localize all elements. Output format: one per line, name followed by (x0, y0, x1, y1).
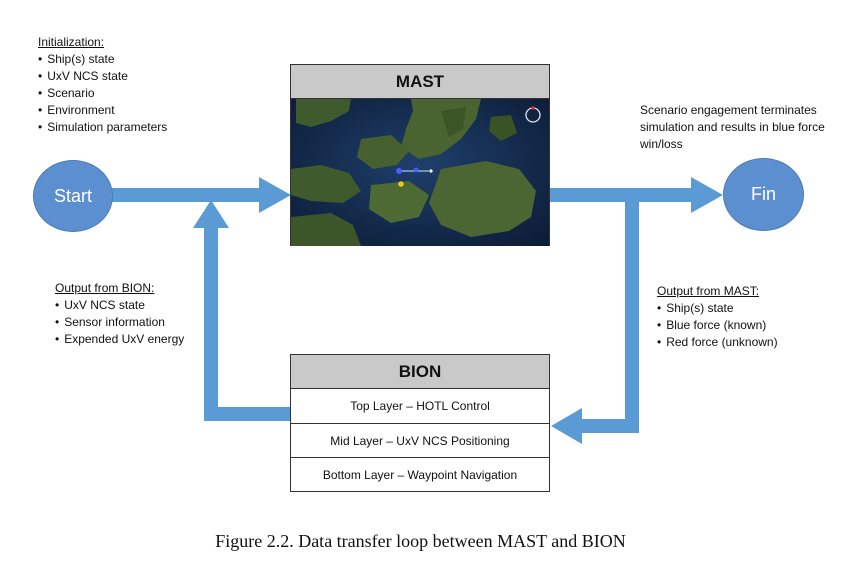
figure-caption: Figure 2.2. Data transfer loop between M… (215, 531, 626, 551)
initialization-heading: Initialization: (38, 35, 105, 49)
mast-output-list: Ship(s) state Blue force (known) Red for… (657, 300, 778, 351)
arrow-bion-return-horizontal (204, 407, 291, 421)
bion-layer-top: Top Layer – HOTL Control (291, 389, 549, 424)
initialization-list: Ship(s) state UxV NCS state Scenario Env… (38, 51, 167, 136)
list-item: Simulation parameters (38, 119, 167, 136)
bion-box: BION Top Layer – HOTL Control Mid Layer … (290, 354, 550, 492)
bion-output-heading: Output from BION: (55, 281, 155, 295)
list-item: Sensor information (55, 314, 184, 331)
bion-layer-mid: Mid Layer – UxV NCS Positioning (291, 424, 549, 458)
list-item: Ship(s) state (657, 300, 778, 317)
list-item: Expended UxV energy (55, 331, 184, 348)
initialization-block: Initialization: Ship(s) state UxV NCS st… (38, 34, 167, 136)
start-node: Start (33, 160, 113, 232)
satellite-map-icon (291, 99, 549, 246)
arrow-mast-to-bion-vertical (625, 200, 639, 433)
termination-note: Scenario engagement terminates simulatio… (640, 102, 825, 153)
arrowhead-return (193, 200, 229, 228)
list-item: UxV NCS state (38, 68, 167, 85)
arrowhead-fin (691, 177, 723, 213)
note-line: simulation and results in blue force (640, 120, 825, 134)
list-item: Red force (unknown) (657, 334, 777, 351)
note-line: win/loss (640, 137, 683, 151)
bion-layer-bottom: Bottom Layer – Waypoint Navigation (322, 468, 518, 482)
mast-title: MAST (291, 65, 549, 99)
bion-title: BION (291, 355, 549, 389)
list-item: Blue force (known) (657, 317, 778, 334)
arrow-mast-to-bion-horizontal (580, 419, 639, 433)
list-item: Ship(s) state (38, 51, 167, 68)
arrow-start-to-mast (103, 188, 261, 202)
mast-box: MAST (290, 64, 550, 246)
bion-output-block: Output from BION: UxV NCS state Sensor i… (55, 280, 184, 348)
list-item: Scenario (38, 85, 167, 102)
arrowhead-mast (259, 177, 291, 213)
arrow-bion-return-vertical (204, 226, 218, 421)
bion-output-list: UxV NCS state Sensor information Expende… (55, 297, 184, 348)
arrowhead-bion (551, 408, 582, 444)
mast-output-block: Output from MAST: Ship(s) state Blue for… (657, 283, 778, 351)
arrow-mast-to-fin (549, 188, 694, 202)
fin-node: Fin (723, 158, 804, 231)
list-item: Environment (38, 102, 167, 119)
mast-output-heading: Output from MAST: (657, 284, 760, 298)
note-line: Scenario engagement terminates (640, 103, 817, 117)
list-item: UxV NCS state (55, 297, 184, 314)
